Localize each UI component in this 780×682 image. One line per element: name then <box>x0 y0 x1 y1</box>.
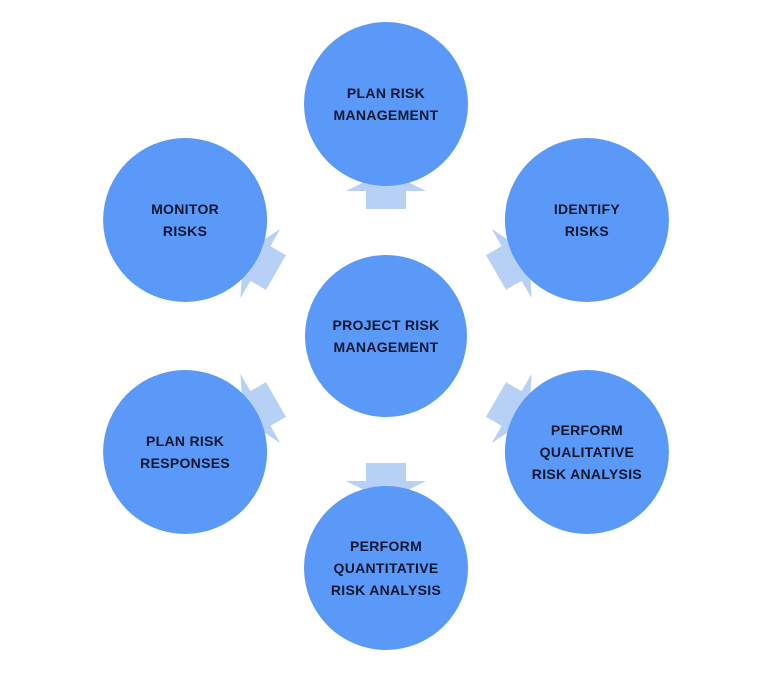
step-monitor-risks-label-line-2: RISKS <box>163 223 207 239</box>
step-perform-quantitative-risk-analysis-label-line-1: PERFORM <box>350 538 422 554</box>
arrow-to-monitor-risks-shape <box>240 228 286 299</box>
step-perform-qualitative-risk-analysis-label-line-1: PERFORM <box>551 422 623 438</box>
step-monitor-risks: MONITOR RISKS <box>103 138 268 302</box>
step-plan-risk-management-label-line-2: MANAGEMENT <box>334 107 439 123</box>
arrow-to-identify-risks-shape <box>486 228 532 299</box>
step-identify-risks-label-line-1: IDENTIFY <box>554 201 621 217</box>
step-perform-qualitative-risk-analysis-label-line-3: RISK ANALYSIS <box>532 466 642 482</box>
step-monitor-risks-circle <box>103 138 268 302</box>
step-plan-risk-management-label-line-1: PLAN RISK <box>347 85 425 101</box>
step-plan-risk-responses: PLAN RISK RESPONSES <box>103 370 268 534</box>
arrow-down-right-icon <box>486 373 532 444</box>
step-perform-quantitative-risk-analysis-label-line-3: RISK ANALYSIS <box>331 582 441 598</box>
step-identify-risks-label-line-2: RISKS <box>565 223 609 239</box>
arrow-up-left-icon <box>240 228 286 299</box>
step-perform-qualitative-risk-analysis-label-line-2: QUALITATIVE <box>540 444 635 460</box>
arrow-up-icon <box>346 171 426 209</box>
step-plan-risk-responses-label-line-1: PLAN RISK <box>146 433 224 449</box>
step-identify-risks: IDENTIFY RISKS <box>504 138 669 302</box>
step-perform-qualitative-risk-analysis: PERFORM QUALITATIVE RISK ANALYSIS <box>504 370 669 534</box>
center-node: PROJECT RISK MANAGEMENT <box>305 255 467 417</box>
step-perform-qualitative-risk-analysis-circle <box>504 370 669 534</box>
arrow-down-left-icon <box>240 373 286 444</box>
center-node-label-line-2: MANAGEMENT <box>334 339 439 355</box>
center-node-label-line-1: PROJECT RISK <box>332 317 439 333</box>
arrow-to-plan-risk-responses-shape <box>240 373 286 444</box>
arrow-to-perform-qualitative-risk-analysis-shape <box>486 373 532 444</box>
step-plan-risk-responses-label-line-2: RESPONSES <box>140 455 230 471</box>
step-plan-risk-management-circle <box>304 22 468 186</box>
step-identify-risks-circle <box>504 138 669 302</box>
arrow-up-right-icon <box>486 228 532 299</box>
arrow-to-perform-quantitative-risk-analysis-shape <box>346 463 426 501</box>
step-plan-risk-responses-circle <box>103 370 268 534</box>
step-perform-quantitative-risk-analysis-circle <box>304 486 468 650</box>
nodes-layer: PLAN RISK MANAGEMENT IDENTIFY RISKS PERFORM Q… <box>103 22 669 650</box>
arrows-layer <box>240 171 532 501</box>
step-plan-risk-management: PLAN RISK MANAGEMENT <box>304 22 468 186</box>
center-node-circle <box>305 255 467 417</box>
arrow-to-plan-risk-management-shape <box>346 171 426 209</box>
arrow-down-icon <box>346 463 426 501</box>
step-monitor-risks-label-line-1: MONITOR <box>151 201 219 217</box>
step-perform-quantitative-risk-analysis-label-line-2: QUANTITATIVE <box>334 560 439 576</box>
step-perform-quantitative-risk-analysis: PERFORM QUANTITATIVE RISK ANALYSIS <box>304 486 468 650</box>
